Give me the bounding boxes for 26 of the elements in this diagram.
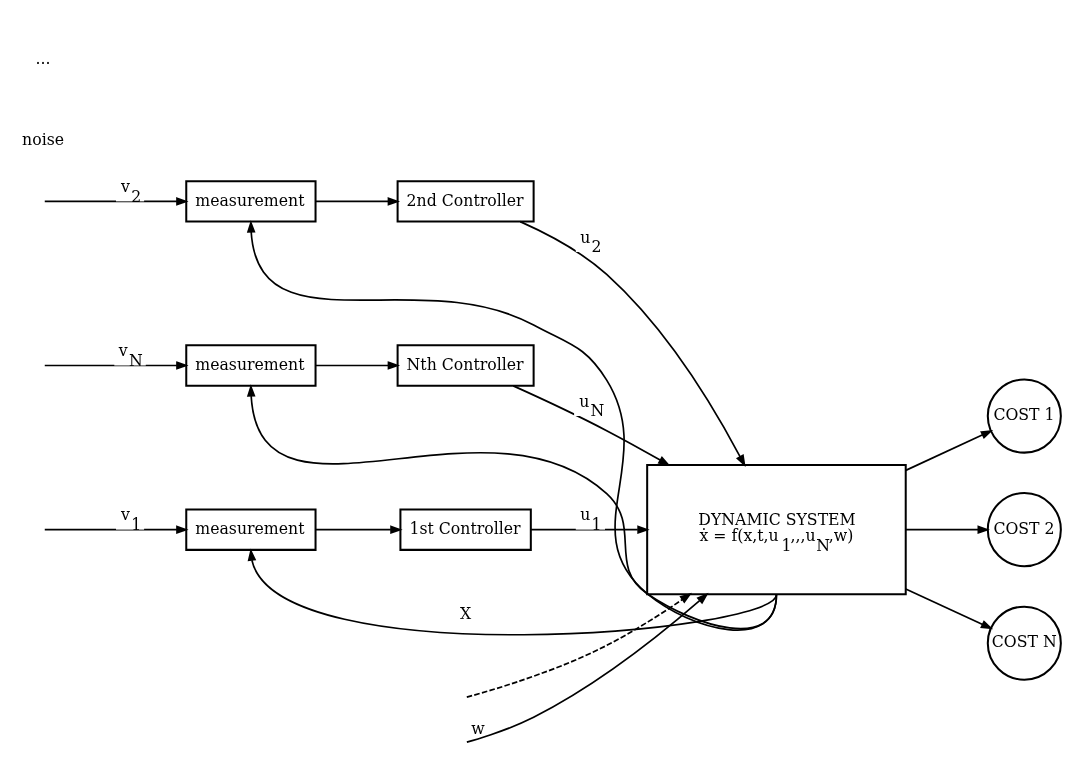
node-circle: COST 2: [986, 491, 1062, 567]
node-box: 2nd Controller: [396, 179, 535, 223]
arrow: [314, 360, 401, 370]
arrow: [904, 429, 994, 471]
arrow: [519, 220, 746, 467]
label: noise: [22, 129, 65, 149]
node-box: measurement: [185, 507, 317, 551]
arrow: [904, 587, 994, 629]
arrow: [246, 219, 778, 631]
edge-label: w: [471, 718, 485, 738]
arrow: [904, 524, 990, 534]
node-box: Nth Controller: [396, 343, 535, 387]
node-box: measurement: [185, 343, 317, 387]
node-circle: COST 1: [986, 378, 1062, 454]
arrow: [314, 196, 401, 206]
edge-label: X: [459, 603, 472, 623]
arrow: [466, 592, 709, 743]
arrow: [43, 196, 189, 206]
arrow: [314, 524, 403, 534]
arrow: [247, 547, 778, 636]
arrow: [512, 384, 671, 466]
node-box: measurement: [185, 179, 317, 223]
label: ...: [35, 48, 51, 68]
node-box: 1st Controller: [399, 507, 532, 551]
node-circle: COST N: [986, 605, 1062, 681]
arrow: [465, 592, 693, 698]
